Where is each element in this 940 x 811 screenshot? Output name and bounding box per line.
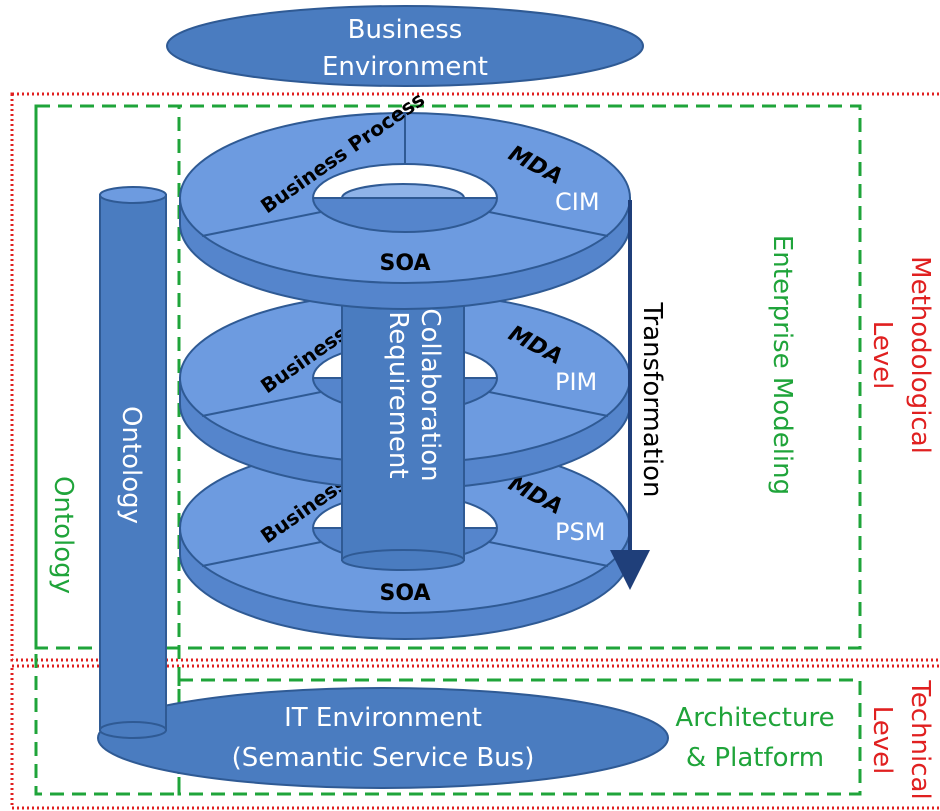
technical-level-line2: Level [867,706,897,775]
ring-stage-label: CIM [555,188,600,216]
architecture-platform-frame [177,678,862,796]
ring-divider [201,541,322,567]
ring-stage-label: PSM [555,518,605,546]
ring-soa-label: SOA [380,251,431,276]
ring-top [178,112,632,284]
ring-soa-label: SOA [380,581,431,606]
collaboration-line1: Collaboration [415,308,445,481]
business-environment-line2: Environment [322,52,488,82]
transformation-label: Transformation [637,301,667,497]
ontology-frame-label: Ontology [48,476,78,594]
technical-level-line1: Technical [905,679,935,799]
methodological-level-line1: Methodological [905,256,935,454]
it-environment-line2: (Semantic Service Bus) [232,743,535,773]
enterprise-modeling-label: Enterprise Modeling [767,235,797,495]
ring-divider [201,391,322,417]
ring-divider [488,211,609,237]
business-environment: Business Environment [166,5,644,87]
technical-level-frame [10,664,940,810]
collaboration-cylinder-bottom [341,549,465,571]
collaboration-line2: Requirement [383,311,413,478]
methodological-level-line2: Level [867,321,897,390]
architecture-platform-line2: & Platform [686,743,824,773]
it-environment: IT Environment (Semantic Service Bus) [97,687,669,789]
architecture-platform-line1: Architecture [675,703,834,733]
methodological-level-frame [10,92,940,662]
ontology-cylinder: Ontology [99,186,167,739]
ring-divider [201,211,322,237]
ring-stage-label: PIM [555,368,597,396]
ontology-cylinder-label: Ontology [116,406,146,524]
it-environment-line1: IT Environment [284,703,482,733]
ring-divider [488,541,609,567]
business-environment-line1: Business [348,15,463,45]
ring-divider [488,391,609,417]
